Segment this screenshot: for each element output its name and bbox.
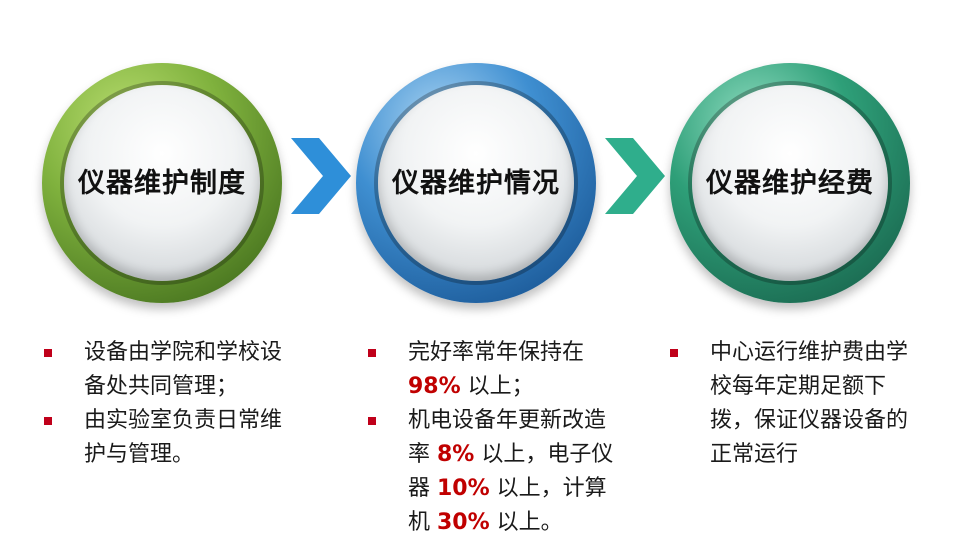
text-fragment: 以上。 bbox=[489, 510, 563, 535]
list-item: 完好率常年保持在 98% 以上； bbox=[366, 336, 656, 404]
circle-label-status: 仪器维护情况 bbox=[392, 168, 560, 199]
text-line: 由实验室负责日常维 bbox=[84, 408, 283, 433]
text-fragment: 机 bbox=[408, 510, 437, 535]
text-fragment: 以上，电子仪 bbox=[474, 442, 614, 467]
chevron-right-icon bbox=[605, 138, 665, 214]
text-line: 拨，保证仪器设备的 bbox=[710, 408, 909, 433]
list-item: 机电设备年更新改造 率 8% 以上，电子仪 器 10% 以上，计算 机 30% … bbox=[366, 404, 656, 540]
percent-value: 10% bbox=[437, 476, 490, 501]
text-line: 器 10% 以上，计算 bbox=[408, 472, 656, 506]
list-item: 由实验室负责日常维 护与管理。 bbox=[42, 404, 342, 472]
text-fragment: 率 bbox=[408, 442, 437, 467]
circle-label-funding: 仪器维护经费 bbox=[706, 168, 874, 199]
text-column-middle: 完好率常年保持在 98% 以上； 机电设备年更新改造 率 8% 以上，电子仪 器… bbox=[366, 336, 656, 540]
list-item: 设备由学院和学校设 备处共同管理； bbox=[42, 336, 342, 404]
text-line: 备处共同管理； bbox=[84, 374, 239, 399]
text-line: 机电设备年更新改造 bbox=[408, 408, 607, 433]
chevron-right-icon bbox=[291, 138, 351, 214]
text-line: 率 8% 以上，电子仪 bbox=[408, 438, 656, 472]
text-line: 中心运行维护费由学 bbox=[710, 340, 909, 365]
text-fragment: 器 bbox=[408, 476, 437, 501]
percent-value: 98% bbox=[408, 374, 461, 399]
percent-value: 30% bbox=[437, 510, 490, 535]
text-line: 98% 以上； bbox=[408, 370, 656, 404]
circle-inner bbox=[64, 85, 260, 281]
text-fragment: 以上，计算 bbox=[489, 476, 607, 501]
percent-value: 8% bbox=[437, 442, 475, 467]
list-item: 中心运行维护费由学 校每年定期足额下 拨，保证仪器设备的 正常运行 bbox=[668, 336, 958, 472]
bullet-icon bbox=[670, 349, 678, 357]
text-column-left: 设备由学院和学校设 备处共同管理； 由实验室负责日常维 护与管理。 bbox=[42, 336, 342, 472]
bullet-icon bbox=[44, 417, 52, 425]
circle-maintenance-system: 仪器维护制度 bbox=[42, 63, 282, 303]
text-line: 完好率常年保持在 bbox=[408, 340, 585, 365]
text-fragment: 以上； bbox=[460, 374, 534, 399]
circle-maintenance-status: 仪器维护情况 bbox=[356, 63, 596, 303]
bullet-icon bbox=[368, 349, 376, 357]
text-line: 机 30% 以上。 bbox=[408, 506, 656, 540]
text-line: 校每年定期足额下 bbox=[710, 374, 887, 399]
circle-inner bbox=[378, 85, 574, 281]
text-line: 护与管理。 bbox=[84, 442, 195, 467]
bullet-icon bbox=[44, 349, 52, 357]
circle-maintenance-funding: 仪器维护经费 bbox=[670, 63, 910, 303]
circle-label-system: 仪器维护制度 bbox=[78, 168, 246, 199]
circle-inner bbox=[692, 85, 888, 281]
text-line: 设备由学院和学校设 bbox=[84, 340, 283, 365]
bullet-icon bbox=[368, 417, 376, 425]
text-line: 正常运行 bbox=[710, 442, 799, 467]
text-column-right: 中心运行维护费由学 校每年定期足额下 拨，保证仪器设备的 正常运行 bbox=[668, 336, 958, 472]
